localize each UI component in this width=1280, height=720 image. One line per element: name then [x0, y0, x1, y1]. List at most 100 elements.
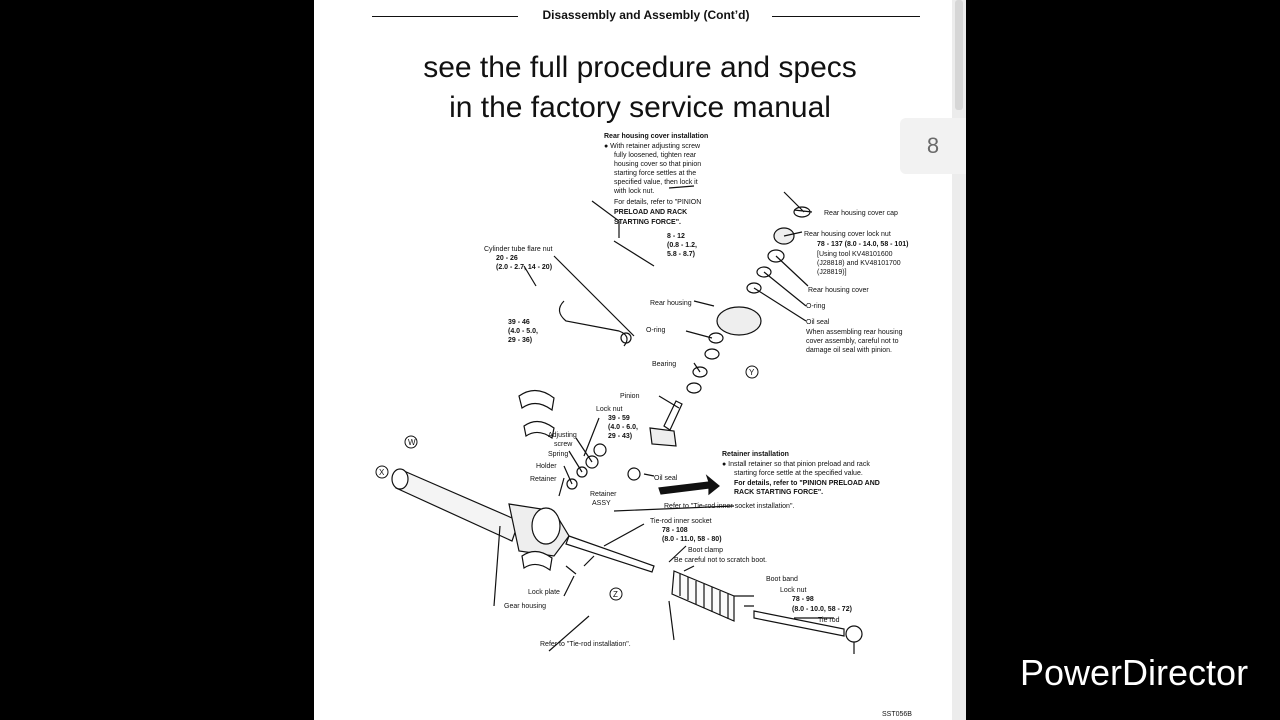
callout-oil-seal-right: Oil seal When assembling rear housing co… — [806, 319, 903, 354]
svg-text:cover assembly, careful not to: cover assembly, careful not to — [806, 338, 899, 345]
svg-text:screw: screw — [554, 441, 573, 448]
callout-lock-nut-mid: Lock nut 39 - 59 (4.0 - 6.0, 29 - 43) — [596, 406, 638, 440]
svg-text:fully loosened, tighten rear: fully loosened, tighten rear — [614, 152, 697, 159]
svg-text:(4.0 - 6.0,: (4.0 - 6.0, — [608, 424, 638, 431]
svg-text:damage oil seal with pinion.: damage oil seal with pinion. — [806, 347, 892, 354]
svg-text:(0.8 - 1.2,: (0.8 - 1.2, — [667, 242, 697, 249]
tie-rod-end — [845, 625, 863, 643]
marker-y — [745, 365, 759, 379]
svg-text:(J28819)]: (J28819)] — [817, 269, 847, 276]
svg-text:Oil seal: Oil seal — [806, 319, 830, 326]
svg-text:starting force settle at the s: starting force settle at the specified v… — [734, 470, 863, 477]
svg-text:(8.0 - 11.0, 58 - 80): (8.0 - 11.0, 58 - 80) — [662, 536, 722, 543]
callout-rear-cover-installation: Rear housing cover installation ● With r… — [604, 133, 708, 226]
svg-text:29 - 43): 29 - 43) — [608, 433, 632, 440]
label-oil-seal-mid: Oil seal — [654, 475, 678, 482]
label-retainer: Retainer — [530, 476, 557, 483]
svg-text:8 - 12: 8 - 12 — [667, 233, 685, 240]
svg-text:starting force settles at the: starting force settles at the — [614, 170, 696, 177]
svg-text:● With retainer adjusting scre: ● With retainer adjusting screw — [604, 143, 701, 150]
svg-text:Adjusting: Adjusting — [548, 432, 577, 439]
section-title: Disassembly and Assembly (Cont’d) — [542, 8, 750, 22]
svg-text:(4.0 - 5.0,: (4.0 - 5.0, — [508, 328, 538, 335]
header-rule-right — [772, 16, 920, 17]
tie-rod — [753, 610, 845, 637]
svg-text:Boot clamp: Boot clamp — [688, 547, 723, 554]
marker-x-label: X — [379, 468, 385, 477]
svg-text:Cylinder tube flare nut: Cylinder tube flare nut — [484, 246, 553, 253]
retainer-lock-nut — [593, 443, 607, 457]
svg-text:When assembling rear housing: When assembling rear housing — [806, 329, 903, 336]
svg-text:39 - 46: 39 - 46 — [508, 319, 530, 326]
pinion-gear — [649, 427, 677, 447]
marker-z — [609, 587, 623, 601]
callout-rear-housing-cover-lock-nut: Rear housing cover lock nut 78 - 137 (8.… — [804, 231, 908, 276]
headline-overlay: see the full procedure and specs in the … — [330, 48, 950, 128]
svg-text:For details, refer to "PINION: For details, refer to "PINION — [614, 199, 701, 206]
label-tie-rod: Tie rod — [818, 617, 840, 624]
svg-text:specified value, then lock it: specified value, then lock it — [614, 179, 698, 186]
callout-torque-8-12: 8 - 12 (0.8 - 1.2, 5.8 - 8.7) — [667, 233, 697, 258]
callout-retainer-installation: Retainer installation ● Install retainer… — [722, 451, 880, 496]
headline-line-1: see the full procedure and specs — [423, 51, 857, 84]
label-lock-plate: Lock plate — [528, 589, 560, 596]
label-gear-housing: Gear housing — [504, 603, 546, 610]
svg-text:For details, refer to "PINION: For details, refer to "PINION PRELOAD AN… — [734, 480, 880, 487]
headline-line-2: in the factory service manual — [449, 91, 831, 124]
svg-text:(2.0 - 2.7, 14 - 20): (2.0 - 2.7, 14 - 20) — [496, 264, 552, 271]
svg-text:housing cover so that pinion: housing cover so that pinion — [614, 161, 701, 168]
scrollbar-thumb[interactable] — [955, 0, 963, 110]
mount-bracket — [518, 389, 555, 412]
page-number-badge[interactable]: 8 — [900, 118, 966, 174]
side-panel-strip — [952, 0, 966, 720]
rear-housing — [716, 306, 762, 336]
pinion-shaft — [663, 400, 683, 431]
svg-text:with lock nut.: with lock nut. — [613, 188, 655, 195]
callout-lock-nut-right: Lock nut 78 - 98 (8.0 - 10.0, 58 - 72) — [780, 587, 852, 613]
marker-w-label: W — [408, 438, 416, 447]
svg-text:5.8 - 8.7): 5.8 - 8.7) — [667, 251, 695, 258]
svg-text:PRELOAD AND RACK: PRELOAD AND RACK — [614, 209, 687, 216]
label-bearing: Bearing — [652, 361, 676, 368]
svg-text:Lock nut: Lock nut — [596, 406, 623, 413]
callout-boot-clamp: Boot clamp Be careful not to scratch boo… — [674, 547, 767, 564]
svg-text:Lock nut: Lock nut — [780, 587, 807, 594]
svg-text:78 - 137 (8.0 - 14.0, 58 - 101: 78 - 137 (8.0 - 14.0, 58 - 101) — [817, 241, 908, 248]
powerdirector-watermark: PowerDirector — [1020, 652, 1249, 693]
label-retainer-assy: Retainer ASSY — [590, 491, 617, 507]
label-tie-rod-socket-ref: Refer to "Tie-rod inner socket installat… — [664, 503, 794, 510]
label-tie-rod-ref: Refer to "Tie-rod installation". — [540, 641, 631, 648]
callout-torque-39-46: 39 - 46 (4.0 - 5.0, 29 - 36) — [508, 319, 538, 344]
svg-text:20 - 26: 20 - 26 — [496, 255, 518, 262]
gear-housing-tube — [395, 470, 520, 542]
svg-text:Retainer installation: Retainer installation — [722, 451, 789, 458]
label-spring: Spring — [548, 451, 568, 458]
svg-text:Be careful not to scratch boot: Be careful not to scratch boot. — [674, 557, 767, 564]
label-pinion: Pinion — [620, 393, 640, 400]
figure-code: SST056B — [882, 711, 912, 718]
svg-text:ASSY: ASSY — [592, 500, 611, 507]
svg-text:STARTING FORCE".: STARTING FORCE". — [614, 219, 681, 226]
marker-w — [404, 435, 418, 449]
svg-text:Tie-rod inner socket: Tie-rod inner socket — [650, 518, 712, 525]
svg-text:Retainer: Retainer — [590, 491, 617, 498]
svg-text:(8.0 - 10.0, 58 - 72): (8.0 - 10.0, 58 - 72) — [792, 606, 852, 613]
svg-text:● Install retainer so that pin: ● Install retainer so that pinion preloa… — [722, 461, 870, 468]
callout-cylinder-tube-flare-nut: Cylinder tube flare nut 20 - 26 (2.0 - 2… — [484, 246, 553, 271]
rack-boot — [671, 570, 735, 622]
label-rear-housing-cover-cap: Rear housing cover cap — [824, 210, 898, 217]
marker-y-label: Y — [749, 368, 755, 377]
svg-text:RACK STARTING FORCE".: RACK STARTING FORCE". — [734, 489, 823, 496]
cylinder-tube — [558, 300, 628, 347]
svg-text:39 - 59: 39 - 59 — [608, 415, 630, 422]
label-rear-housing: Rear housing — [650, 300, 692, 307]
svg-text:78 - 108: 78 - 108 — [662, 527, 688, 534]
label-o-ring-right: O-ring — [806, 303, 826, 310]
svg-text:Rear housing cover lock nut: Rear housing cover lock nut — [804, 231, 891, 238]
marker-z-label: Z — [613, 590, 618, 599]
label-o-ring-left: O-ring — [646, 327, 666, 334]
direction-arrow — [658, 474, 720, 496]
svg-text:Rear housing cover installatio: Rear housing cover installation — [604, 133, 708, 140]
manual-page — [314, 0, 966, 720]
rack-shaft — [565, 535, 655, 573]
